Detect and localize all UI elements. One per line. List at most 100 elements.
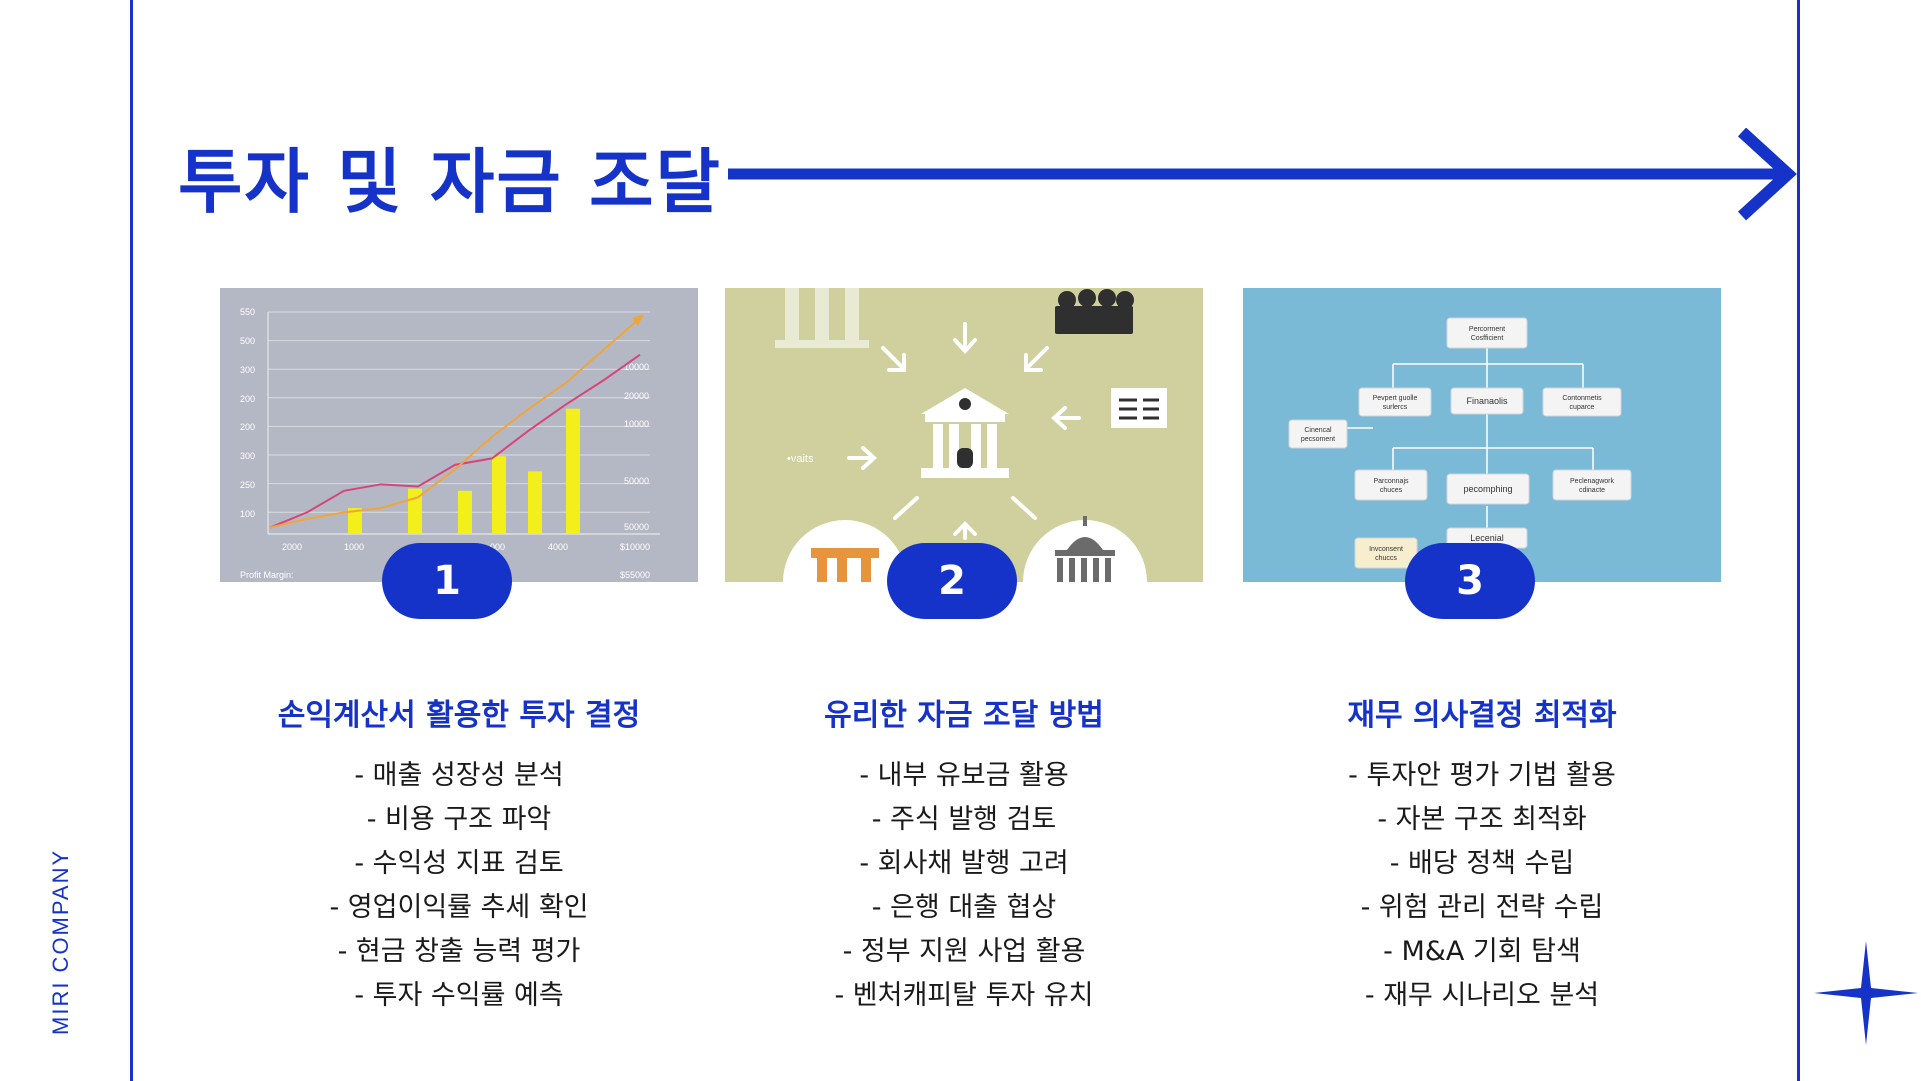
flowchart-node-label: Invconsent <box>1369 546 1403 553</box>
list-item: - 은행 대출 협상 <box>871 892 1057 923</box>
columns-icon <box>775 288 869 348</box>
flowchart-node-label: Parconnajs <box>1373 478 1409 485</box>
flowchart-node-label: pecsoment <box>1301 436 1335 443</box>
list-item: - 자본 구조 최적화 <box>1377 804 1587 835</box>
flowchart-node-label: Finanaolis <box>1466 396 1508 406</box>
right-tick-label: 10000 <box>624 362 649 372</box>
card-heading: 손익계산서 활용한 투자 결정 <box>277 698 641 733</box>
x-tick-label: 4000 <box>548 542 568 552</box>
flowchart-node-box <box>1446 317 1528 349</box>
list-item: - 회사채 발행 고려 <box>859 848 1069 879</box>
flowchart-node-box <box>1354 537 1418 569</box>
step-badge-1: 1 <box>382 543 512 619</box>
x-tick-label: 000 <box>490 542 505 552</box>
flowchart-node-label: Cosfficient <box>1471 335 1504 342</box>
pillar-table-icon <box>811 548 879 582</box>
right-tick-label: 50000 <box>624 476 649 486</box>
flowchart-node-label: cuparce <box>1570 404 1595 411</box>
y-tick-label: 200 <box>240 394 255 404</box>
y-tick-label: 200 <box>240 422 255 432</box>
card-bullet-list: - 내부 유보금 활용 - 주식 발행 검토 - 회사채 발행 고려 - 은행 … <box>665 754 1263 1018</box>
y-tick-label: 550 <box>240 307 255 317</box>
flowchart-node-box <box>1446 473 1530 505</box>
list-item: - 투자 수익률 예측 <box>354 980 564 1011</box>
card-income-statement: 550 500 300 200 200 300 250 100 10000 20… <box>220 288 698 1011</box>
list-item: - 수익성 지표 검토 <box>354 848 564 879</box>
brand-label: MIRI COMPANY <box>48 848 73 1035</box>
flowchart-node-box <box>1354 469 1428 501</box>
card-funding-methods: •vaits 2 유리한 자금 조달 방법 - 내부 <box>725 288 1203 1011</box>
right-tick-label: 50000 <box>624 522 649 532</box>
chart-bar <box>528 471 542 534</box>
flowchart-node-label: chuces <box>1380 487 1403 494</box>
card-bullet-list: - 매출 성장성 분석 - 비용 구조 파악 - 수익성 지표 검토 - 영업이… <box>160 754 758 1018</box>
step-badge-2: 2 <box>887 543 1017 619</box>
y-tick-label: 300 <box>240 365 255 375</box>
document-icon <box>1111 388 1167 428</box>
list-item: - 정부 지원 사업 활용 <box>842 936 1086 967</box>
flowchart-node-box <box>1358 387 1432 417</box>
list-item: - 매출 성장성 분석 <box>354 760 564 791</box>
flowchart-node-label: cdinacte <box>1579 487 1605 494</box>
list-item: - 배당 정책 수립 <box>1389 848 1575 879</box>
chart-bar <box>566 408 580 534</box>
list-item: - 영업이익률 추세 확인 <box>329 892 589 923</box>
flowchart-node-label: Cinencal <box>1304 427 1332 434</box>
flowchart-node-label: Percorment <box>1469 326 1505 333</box>
chart-bar <box>458 490 472 534</box>
flowchart-node-label: Pevpert guolle <box>1373 395 1418 402</box>
right-frame-line <box>1797 0 1800 1081</box>
flowchart-node-label: chuccs <box>1375 555 1397 562</box>
flowchart-node-label: Peclenagwork <box>1570 478 1614 485</box>
list-item: - 벤처캐피탈 투자 유치 <box>834 980 1094 1011</box>
list-item: - 현금 창출 능력 평가 <box>337 936 581 967</box>
flowchart-node-label: surlercs <box>1383 404 1408 411</box>
flowchart-node-box <box>1542 387 1622 417</box>
y-tick-label: 500 <box>240 336 255 346</box>
chart-series-red-line <box>269 353 641 529</box>
y-tick-label: 100 <box>240 509 255 519</box>
people-icon <box>1055 289 1134 334</box>
card-heading: 재무 의사결정 최적화 <box>1347 698 1617 733</box>
y-tick-label: 300 <box>240 451 255 461</box>
right-tick-label: 10000 <box>624 419 649 429</box>
chart-series-orange-line <box>269 317 641 529</box>
arrow-icons <box>847 322 1081 540</box>
y-tick-label: 250 <box>240 480 255 490</box>
flowchart-node-label: pecomphing <box>1463 484 1512 494</box>
page-title: 투자 및 자금 조달 <box>178 141 722 223</box>
list-item: - 비용 구조 파악 <box>366 804 552 835</box>
x-tick-label: 2000 <box>282 542 302 552</box>
chart-arrowhead-icon <box>632 314 644 326</box>
right-tick-label: $55000 <box>620 570 650 580</box>
x-tick-label: 1000 <box>344 542 364 552</box>
chart-bar <box>492 456 506 534</box>
step-badge-3: 3 <box>1405 543 1535 619</box>
flowchart-node-box <box>1450 387 1524 415</box>
flowchart-node-label: Lecenial <box>1470 533 1504 543</box>
list-item: - 주식 발행 검토 <box>871 804 1057 835</box>
growth-chart-image: 550 500 300 200 200 300 250 100 10000 20… <box>220 288 698 582</box>
flowchart-node-box <box>1288 419 1348 449</box>
funding-illustration-image: •vaits <box>725 288 1203 582</box>
illustration-label: •vaits <box>787 453 814 465</box>
list-item: - 재무 시나리오 분석 <box>1364 980 1600 1011</box>
card-heading: 유리한 자금 조달 방법 <box>824 698 1104 733</box>
sparkle-icon <box>1814 941 1918 1045</box>
right-tick-label: 20000 <box>624 391 649 401</box>
list-item: - 투자안 평가 기법 활용 <box>1348 760 1616 791</box>
list-item: - M&A 기회 탐색 <box>1383 936 1581 967</box>
left-frame-line <box>130 0 133 1081</box>
capitol-icon <box>1055 516 1115 582</box>
chart-footer-label: Profit Margin: <box>240 570 294 580</box>
flowchart-node-box <box>1552 469 1632 501</box>
right-tick-label: $10000 <box>620 542 650 552</box>
bank-icon <box>921 388 1009 478</box>
card-bullet-list: - 투자안 평가 기법 활용 - 자본 구조 최적화 - 배당 정책 수립 - … <box>1183 754 1781 1018</box>
chart-bar <box>348 508 362 534</box>
arrow-right-icon <box>728 128 1797 221</box>
list-item: - 내부 유보금 활용 <box>859 760 1069 791</box>
list-item: - 위험 관리 전략 수립 <box>1360 892 1604 923</box>
